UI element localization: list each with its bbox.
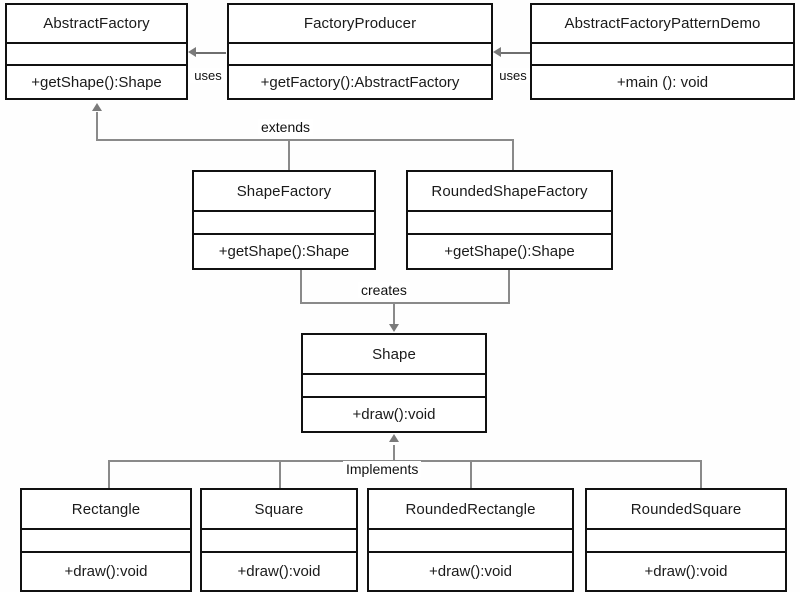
class-attributes-factory-producer bbox=[229, 44, 491, 66]
relationship-label-implements: Implements bbox=[343, 461, 422, 477]
connector-implements-riser bbox=[393, 445, 395, 461]
connector-implements-drop-rounded-square bbox=[700, 460, 702, 488]
class-name-abstract-factory: AbstractFactory bbox=[7, 5, 186, 44]
connector-extends-bus bbox=[96, 139, 514, 141]
class-methods-factory-producer: +getFactory():AbstractFactory bbox=[229, 66, 491, 98]
connector-extends-drop-shape-factory bbox=[288, 139, 290, 171]
connector-implements-arrowhead bbox=[389, 434, 399, 442]
class-box-factory-producer[interactable]: FactoryProducer +getFactory():AbstractFa… bbox=[227, 3, 493, 100]
class-name-shape-factory: ShapeFactory bbox=[194, 172, 374, 212]
class-box-abstract-factory-pattern-demo[interactable]: AbstractFactoryPatternDemo +main (): voi… bbox=[530, 3, 795, 100]
class-name-rounded-square: RoundedSquare bbox=[587, 490, 785, 530]
class-box-square[interactable]: Square +draw():void bbox=[200, 488, 358, 592]
connector-extends-riser bbox=[96, 112, 98, 140]
class-box-abstract-factory[interactable]: AbstractFactory +getShape():Shape bbox=[5, 3, 188, 100]
class-attributes-abstract-factory bbox=[7, 44, 186, 66]
connector-uses-2-arrowhead bbox=[493, 47, 501, 57]
connector-creates-bus bbox=[300, 302, 510, 304]
class-name-rectangle: Rectangle bbox=[22, 490, 190, 530]
class-box-shape[interactable]: Shape +draw():void bbox=[301, 333, 487, 433]
connector-implements-bus bbox=[108, 460, 700, 462]
class-attributes-square bbox=[202, 530, 356, 553]
class-attributes-shape bbox=[303, 375, 485, 398]
connector-creates-riser-rounded-shape-factory bbox=[508, 270, 510, 303]
class-name-rounded-rectangle: RoundedRectangle bbox=[369, 490, 572, 530]
class-methods-rectangle: +draw():void bbox=[22, 553, 190, 590]
class-attributes-abstract-factory-pattern-demo bbox=[532, 44, 793, 66]
connector-implements-drop-square bbox=[279, 460, 281, 488]
class-box-rounded-shape-factory[interactable]: RoundedShapeFactory +getShape():Shape bbox=[406, 170, 613, 270]
class-methods-rounded-shape-factory: +getShape():Shape bbox=[408, 235, 611, 268]
connector-creates-drop bbox=[393, 302, 395, 325]
class-methods-shape: +draw():void bbox=[303, 398, 485, 431]
relationship-label-uses-1: uses bbox=[190, 68, 226, 83]
connector-extends-arrowhead bbox=[92, 103, 102, 111]
connector-implements-drop-rounded-rectangle bbox=[470, 460, 472, 488]
class-box-shape-factory[interactable]: ShapeFactory +getShape():Shape bbox=[192, 170, 376, 270]
class-attributes-rounded-rectangle bbox=[369, 530, 572, 553]
connector-extends-drop-rounded-shape-factory bbox=[512, 139, 514, 171]
class-methods-abstract-factory-pattern-demo: +main (): void bbox=[532, 66, 793, 98]
relationship-label-extends: extends bbox=[258, 119, 314, 135]
connector-uses-1-line bbox=[196, 52, 226, 54]
class-name-factory-producer: FactoryProducer bbox=[229, 5, 491, 44]
class-name-rounded-shape-factory: RoundedShapeFactory bbox=[408, 172, 611, 212]
connector-creates-riser-shape-factory bbox=[300, 270, 302, 303]
relationship-label-uses-2: uses bbox=[495, 68, 531, 83]
class-methods-abstract-factory: +getShape():Shape bbox=[7, 66, 186, 98]
class-box-rounded-square[interactable]: RoundedSquare +draw():void bbox=[585, 488, 787, 592]
class-name-square: Square bbox=[202, 490, 356, 530]
class-attributes-shape-factory bbox=[194, 212, 374, 235]
connector-creates-arrowhead bbox=[389, 324, 399, 332]
class-attributes-rounded-shape-factory bbox=[408, 212, 611, 235]
class-methods-square: +draw():void bbox=[202, 553, 356, 590]
class-attributes-rounded-square bbox=[587, 530, 785, 553]
class-name-abstract-factory-pattern-demo: AbstractFactoryPatternDemo bbox=[532, 5, 793, 44]
class-methods-rounded-square: +draw():void bbox=[587, 553, 785, 590]
connector-uses-2-line bbox=[501, 52, 531, 54]
relationship-label-creates: creates bbox=[358, 282, 410, 298]
class-attributes-rectangle bbox=[22, 530, 190, 553]
class-name-shape: Shape bbox=[303, 335, 485, 375]
connector-implements-drop-rectangle bbox=[108, 460, 110, 488]
class-box-rectangle[interactable]: Rectangle +draw():void bbox=[20, 488, 192, 592]
class-methods-rounded-rectangle: +draw():void bbox=[369, 553, 572, 590]
class-methods-shape-factory: +getShape():Shape bbox=[194, 235, 374, 268]
class-box-rounded-rectangle[interactable]: RoundedRectangle +draw():void bbox=[367, 488, 574, 592]
connector-uses-1-arrowhead bbox=[188, 47, 196, 57]
